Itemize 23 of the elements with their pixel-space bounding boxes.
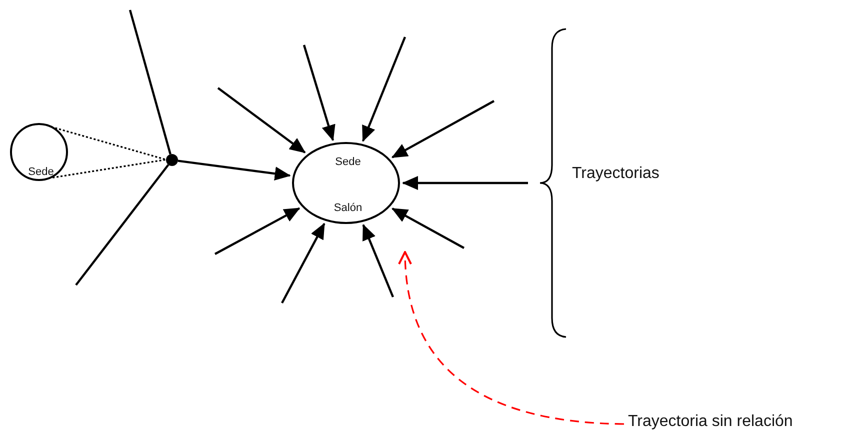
junction-dot [166,154,178,166]
annotation-text: Trayectoria sin relación [628,413,850,433]
node-label: Sede [335,156,361,168]
arrow [217,87,306,154]
dotted-line [55,127,166,160]
dashed-arrow [398,251,624,425]
arrow [391,100,495,158]
arrow [362,224,394,298]
arrow [402,176,528,190]
node-label: Sede [28,166,54,178]
arrow [281,222,326,304]
arrow [302,44,336,142]
arrow [362,36,406,142]
line [75,164,170,286]
circle-node [10,123,68,181]
node-label: Salón [334,202,362,214]
dotted-line [52,158,166,178]
arrow [214,207,300,255]
ellipse-node [292,142,400,224]
brace-label: Trayectorias [572,165,660,183]
arrow [178,160,291,181]
line [128,10,172,155]
arrow [392,208,465,249]
